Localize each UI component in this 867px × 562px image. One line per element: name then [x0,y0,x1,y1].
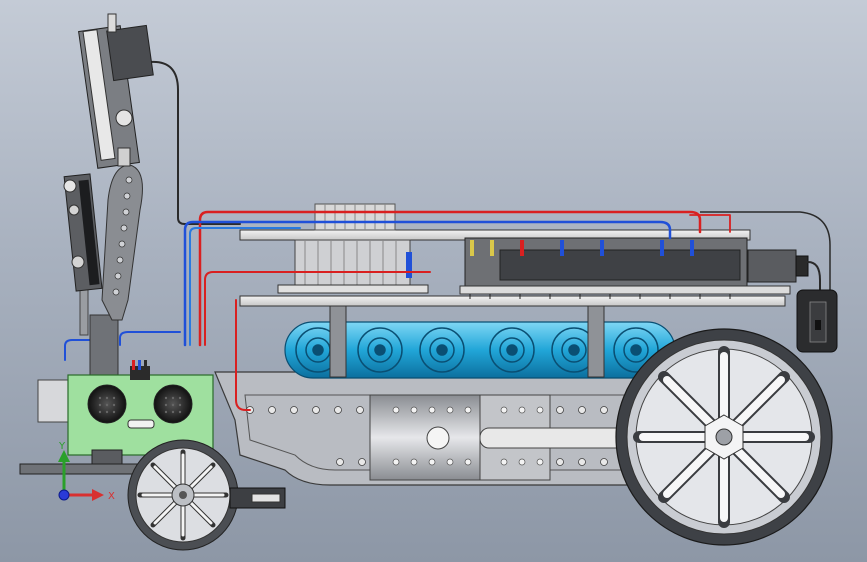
top-camera-module [78,13,154,169]
side-sensor-board [63,173,103,292]
caster-bracket [229,487,286,509]
power-switch [796,289,838,353]
triad-origin [58,489,70,501]
y-axis-label: Y [58,441,66,452]
drive-motor [369,394,671,481]
battery-pack [284,304,676,379]
front-wheel [127,439,239,551]
controller-board [459,237,809,299]
heatsink-module [277,203,429,294]
coordinate-triad: Y X [58,441,115,502]
sensor-mast [79,164,143,376]
x-axis-label: X [108,491,115,502]
wiring-harness [64,60,821,411]
rear-wheel [615,328,833,546]
middle-deck-plate [239,295,786,307]
